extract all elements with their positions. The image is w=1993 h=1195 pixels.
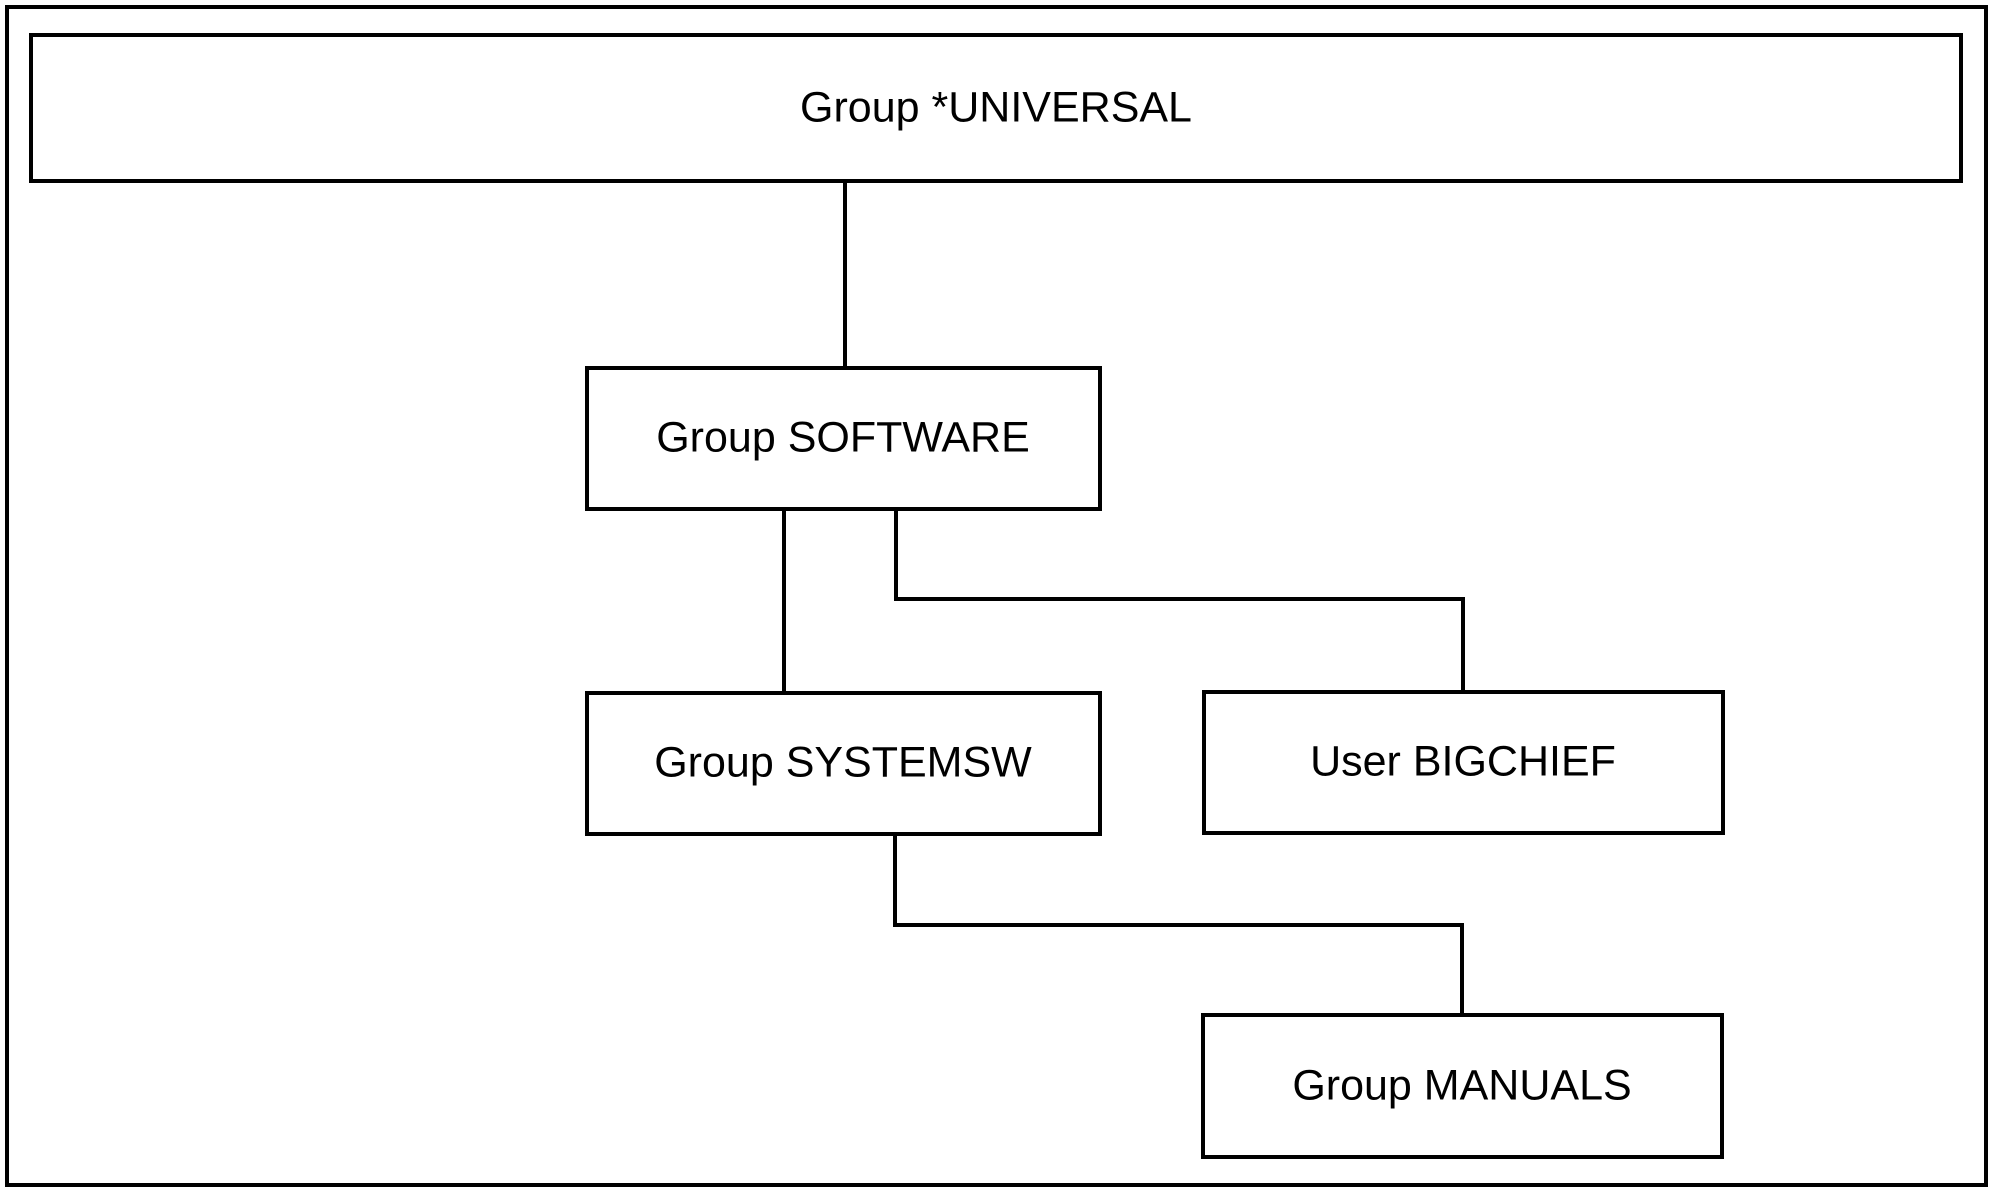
node-label-bigchief: User BIGCHIEF [1310, 737, 1616, 785]
edges-layer [782, 181, 1465, 1015]
node-box-systemsw[interactable] [585, 691, 1102, 836]
nodes-layer: Group *UNIVERSAL Group SOFTWARE Group SY… [29, 33, 1963, 1159]
node-label-manuals: Group MANUALS [1292, 1061, 1631, 1109]
node-box-software[interactable] [585, 366, 1102, 511]
node-label-systemsw: Group SYSTEMSW [654, 738, 1032, 786]
node-label-software: Group SOFTWARE [656, 413, 1030, 461]
node-box-universal[interactable] [29, 33, 1963, 183]
node-bigchief[interactable]: User BIGCHIEF [1202, 690, 1725, 835]
node-manuals[interactable]: Group MANUALS [1201, 1013, 1724, 1159]
node-label-universal: Group *UNIVERSAL [800, 83, 1192, 131]
node-universal[interactable]: Group *UNIVERSAL [29, 33, 1963, 183]
page-frame [5, 5, 1988, 1187]
connector-software-to-bigchief [894, 509, 1465, 692]
node-software[interactable]: Group SOFTWARE [585, 366, 1102, 511]
node-box-manuals[interactable] [1201, 1013, 1724, 1159]
connector-systemsw-to-manuals [893, 834, 1464, 1015]
node-box-bigchief[interactable] [1202, 690, 1725, 835]
node-systemsw[interactable]: Group SYSTEMSW [585, 691, 1102, 836]
